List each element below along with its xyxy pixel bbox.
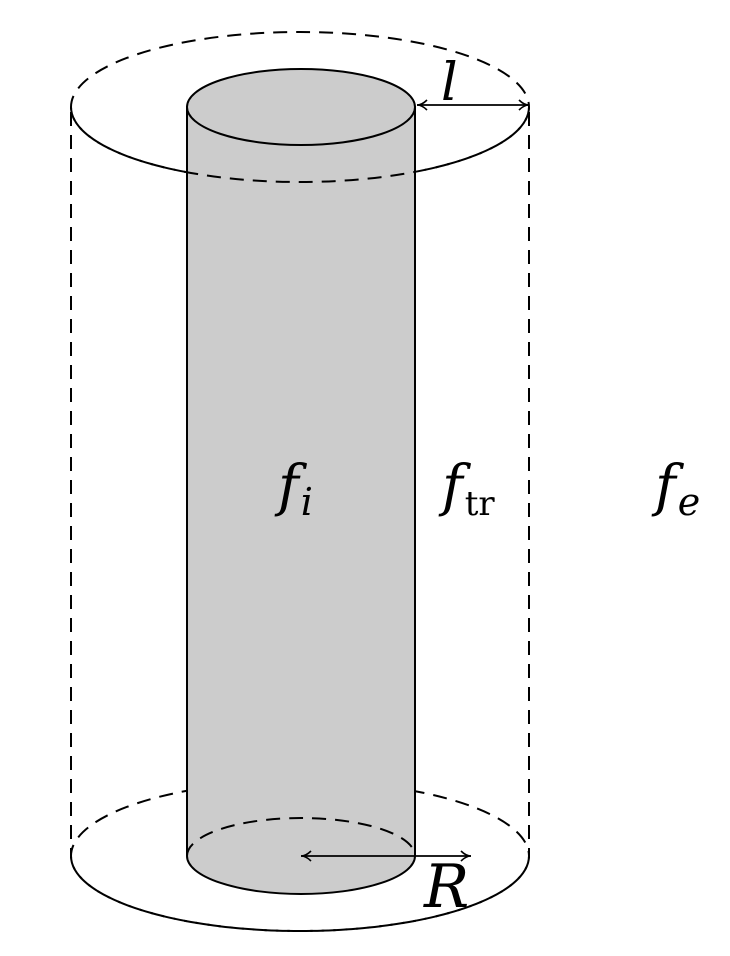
inner-cylinder: [186, 68, 416, 895]
outer-top-front-arc: [70, 106, 530, 183]
inner-top-ellipse: [186, 68, 416, 146]
outer-bottom-front-arc: [70, 855, 530, 932]
transition-region-label: ftr: [438, 454, 495, 524]
transition-region-sub: tr: [465, 484, 496, 524]
inner-region-sub: i: [301, 480, 313, 524]
transition-width-label: l: [441, 53, 458, 113]
exterior-region-label: fe: [651, 454, 700, 524]
inner-region-label: fi: [274, 454, 313, 524]
exterior-region-sub: e: [678, 480, 701, 524]
radius-label: R: [423, 852, 469, 922]
inner-bottom-back-arc: [186, 817, 416, 857]
inner-cylinder-body: [186, 106, 416, 895]
